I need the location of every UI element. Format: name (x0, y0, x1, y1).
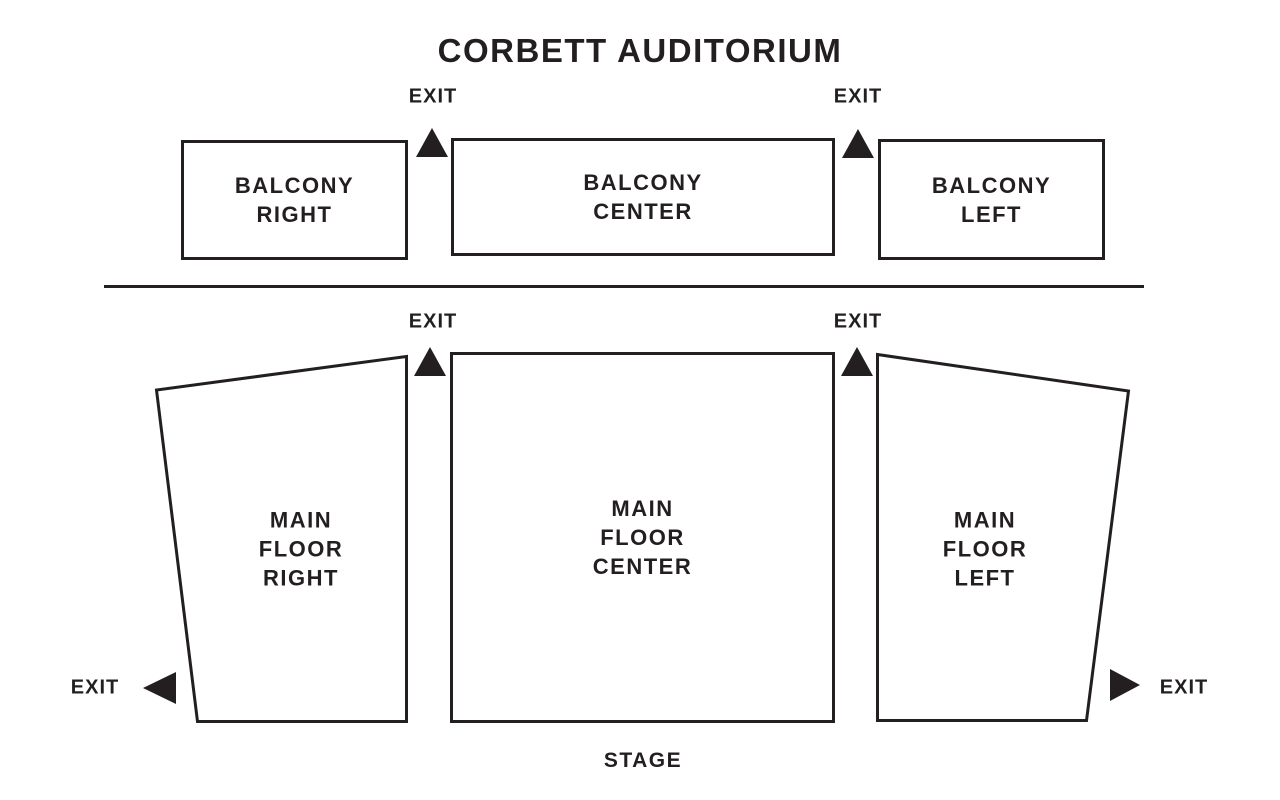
exit-label-main-floor-left: EXIT (833, 310, 883, 333)
section-main-floor-center-label: MAIN FLOOR CENTER (592, 496, 693, 579)
section-main-floor-right-label: MAIN FLOOR RIGHT (258, 507, 344, 591)
stage-label: STAGE (603, 749, 683, 772)
section-balcony-center: BALCONY CENTER (451, 138, 835, 256)
exit-arrow-up-icon (414, 347, 446, 376)
exit-label-side-left: EXIT (1159, 676, 1209, 699)
exit-arrow-right-icon (1110, 669, 1140, 701)
section-balcony-center-label: BALCONY CENTER (583, 170, 703, 224)
exit-arrow-up-icon (842, 129, 874, 158)
section-main-floor-right-shape (154, 354, 408, 723)
exit-arrow-up-icon (841, 347, 873, 376)
exit-arrow-up-icon (416, 128, 448, 157)
exit-label-side-right: EXIT (70, 676, 120, 699)
section-main-floor-center: MAIN FLOOR CENTER (450, 352, 835, 723)
section-main-floor-left-label: MAIN FLOOR LEFT (942, 507, 1028, 591)
exit-arrow-left-icon (143, 672, 176, 704)
section-balcony-left-label: BALCONY LEFT (931, 172, 1052, 227)
section-balcony-right: BALCONY RIGHT (181, 140, 408, 260)
exit-label-balcony-right: EXIT (408, 85, 458, 108)
exit-label-main-floor-right: EXIT (408, 310, 458, 333)
section-main-floor-left-shape (876, 352, 1131, 722)
diagram-title: CORBETT AUDITORIUM (437, 32, 843, 69)
section-balcony-left: BALCONY LEFT (878, 139, 1105, 260)
level-divider-line (104, 285, 1144, 288)
section-balcony-right-label: BALCONY RIGHT (234, 173, 355, 227)
exit-label-balcony-left: EXIT (833, 85, 883, 108)
